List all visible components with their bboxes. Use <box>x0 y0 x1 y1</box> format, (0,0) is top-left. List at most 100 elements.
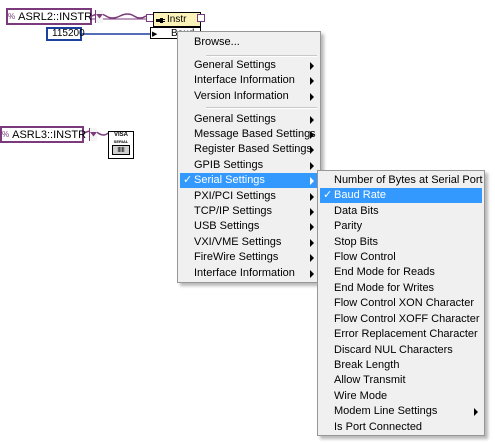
menu-item-label: USB Settings <box>194 220 260 232</box>
menu-item-label: Wire Mode <box>334 390 388 402</box>
submenu-arrow-icon <box>310 162 314 170</box>
menu-item-label: Discard NUL Characters <box>334 344 453 356</box>
checkmark-icon: ✓ <box>183 174 193 186</box>
property-node-header[interactable]: Instr <box>153 12 201 27</box>
visa-resource-value: ASRL2::INSTR <box>18 10 93 23</box>
menu-item-tcpip-settings[interactable]: TCP/IP Settings <box>180 204 318 219</box>
checkmark-icon: ✓ <box>323 189 333 201</box>
submenu-arrow-icon <box>310 270 314 278</box>
menu-item-vxi-vme-settings[interactable]: VXI/VME Settings <box>180 235 318 250</box>
menu-item-interface-information-2[interactable]: Interface Information <box>180 266 318 281</box>
menu-item-label: End Mode for Reads <box>334 266 435 278</box>
menu-item-message-based-settings[interactable]: Message Based Settings <box>180 127 318 142</box>
menu-item-label: End Mode for Writes <box>334 282 435 294</box>
menu-item-label: Data Bits <box>334 205 379 217</box>
menu-item-label: VXI/VME Settings <box>194 236 282 248</box>
menu-item-label: Version Information <box>194 90 289 102</box>
menu-item-firewire-settings[interactable]: FireWire Settings <box>180 250 318 265</box>
submenu-arrow-icon <box>310 254 314 262</box>
submenu-arrow-icon <box>310 93 314 101</box>
visa-wire-2[interactable] <box>83 130 109 136</box>
menu-item-label: Flow Control XOFF Character <box>334 313 480 325</box>
submenu-arrow-icon <box>310 62 314 70</box>
menu-item-label: Number of Bytes at Serial Port <box>334 174 483 186</box>
submenu-arrow-icon <box>310 131 314 139</box>
menu-item-pxi-pci-settings[interactable]: PXI/PCI Settings <box>180 189 318 204</box>
submenu-item-is-port-connected[interactable]: Is Port Connected <box>320 420 482 435</box>
menu-item-label: Is Port Connected <box>334 421 423 433</box>
submenu-item-end-mode-writes[interactable]: End Mode for Writes <box>320 281 482 296</box>
submenu-item-break-length[interactable]: Break Length <box>320 358 482 373</box>
menu-item-label: Flow Control <box>334 251 396 263</box>
serial-port-icon: ||||| <box>112 145 130 155</box>
submenu-arrow-icon <box>310 77 314 85</box>
dropdown-arrow-icon[interactable] <box>89 128 98 141</box>
property-node-class-label: Instr <box>167 14 187 25</box>
submenu-arrow-icon <box>474 408 478 416</box>
submenu-arrow-icon <box>310 208 314 216</box>
menu-item-version-information[interactable]: Version Information <box>180 89 318 104</box>
menu-item-usb-settings[interactable]: USB Settings <box>180 219 318 234</box>
submenu-arrow-icon <box>310 193 314 201</box>
menu-item-label: Stop Bits <box>334 236 379 248</box>
menu-item-label: Modem Line Settings <box>334 405 438 417</box>
visa-serial-icon[interactable]: VISA SERIAL ||||| <box>108 131 134 159</box>
submenu-item-bytes-at-port[interactable]: Number of Bytes at Serial Port <box>320 173 483 188</box>
baud-number-constant[interactable]: 115200 <box>46 27 85 41</box>
menu-item-label: GPIB Settings <box>194 159 264 171</box>
submenu-item-parity[interactable]: Parity <box>320 219 482 234</box>
submenu-item-modem-line-settings[interactable]: Modem Line Settings <box>320 404 482 419</box>
menu-item-label: Allow Transmit <box>334 374 406 386</box>
submenu-item-data-bits[interactable]: Data Bits <box>320 204 482 219</box>
submenu-item-wire-mode[interactable]: Wire Mode <box>320 389 482 404</box>
submenu-item-xon-char[interactable]: Flow Control XON Character <box>320 296 482 311</box>
plug-icon <box>156 16 165 23</box>
menu-item-general-settings-2[interactable]: General Settings <box>180 112 318 127</box>
menu-separator <box>206 55 317 57</box>
dropdown-arrow-icon[interactable] <box>95 10 104 23</box>
menu-item-serial-settings[interactable]: ✓ Serial Settings <box>180 173 318 188</box>
submenu-arrow-icon <box>310 239 314 247</box>
submenu-item-end-mode-reads[interactable]: End Mode for Reads <box>320 265 482 280</box>
submenu-arrow-icon <box>310 177 314 185</box>
submenu-item-stop-bits[interactable]: Stop Bits <box>320 235 482 250</box>
menu-item-label: Message Based Settings <box>194 128 316 140</box>
visa-prefix-icon: % <box>8 12 16 21</box>
visa-resource-control-1[interactable]: % ASRL2::INSTR <box>6 8 104 25</box>
submenu-item-error-replacement-char[interactable]: Error Replacement Character <box>320 327 482 342</box>
submenu-item-flow-control[interactable]: Flow Control <box>320 250 482 265</box>
submenu-arrow-icon <box>310 146 314 154</box>
menu-item-label: PXI/PCI Settings <box>194 190 276 202</box>
visa-icon-line1: VISA <box>113 132 128 138</box>
visa-resource-control-2[interactable]: % ASRL3::INSTR <box>0 126 98 143</box>
visa-resource-value: ASRL3::INSTR <box>12 128 87 141</box>
submenu-arrow-icon <box>310 116 314 124</box>
menu-item-general-settings-1[interactable]: General Settings <box>180 58 318 73</box>
visa-prefix-icon: % <box>2 130 10 139</box>
menu-item-register-based-settings[interactable]: Register Based Settings <box>180 142 318 157</box>
serial-settings-submenu[interactable]: Number of Bytes at Serial Port ✓ Baud Ra… <box>317 170 485 436</box>
menu-item-label: Register Based Settings <box>194 143 313 155</box>
submenu-item-discard-nul[interactable]: Discard NUL Characters <box>320 343 482 358</box>
menu-item-interface-information-1[interactable]: Interface Information <box>180 73 318 88</box>
property-node-output-terminal[interactable] <box>197 14 205 22</box>
visa-icon-line2: SERIAL <box>113 139 129 144</box>
submenu-item-allow-transmit[interactable]: Allow Transmit <box>320 373 482 388</box>
submenu-item-baud-rate[interactable]: ✓ Baud Rate <box>320 188 482 203</box>
input-arrow-icon: ▶ <box>152 31 158 38</box>
menu-item-label: Parity <box>334 220 363 232</box>
menu-item-browse[interactable]: Browse... <box>180 35 318 50</box>
menu-item-label: Serial Settings <box>194 174 265 186</box>
menu-item-label: General Settings <box>194 59 276 71</box>
menu-item-label: Browse... <box>194 36 240 48</box>
submenu-item-xoff-char[interactable]: Flow Control XOFF Character <box>320 312 482 327</box>
menu-item-label: Interface Information <box>194 267 295 279</box>
submenu-arrow-icon <box>310 223 314 231</box>
property-context-menu[interactable]: Browse... General Settings Interface Inf… <box>177 31 321 283</box>
menu-item-label: General Settings <box>194 113 276 125</box>
menu-item-gpib-settings[interactable]: GPIB Settings <box>180 158 318 173</box>
menu-separator <box>206 107 317 109</box>
menu-item-label: Flow Control XON Character <box>334 297 474 309</box>
menu-item-label: Baud Rate <box>334 189 386 201</box>
menu-item-label: Interface Information <box>194 74 295 86</box>
